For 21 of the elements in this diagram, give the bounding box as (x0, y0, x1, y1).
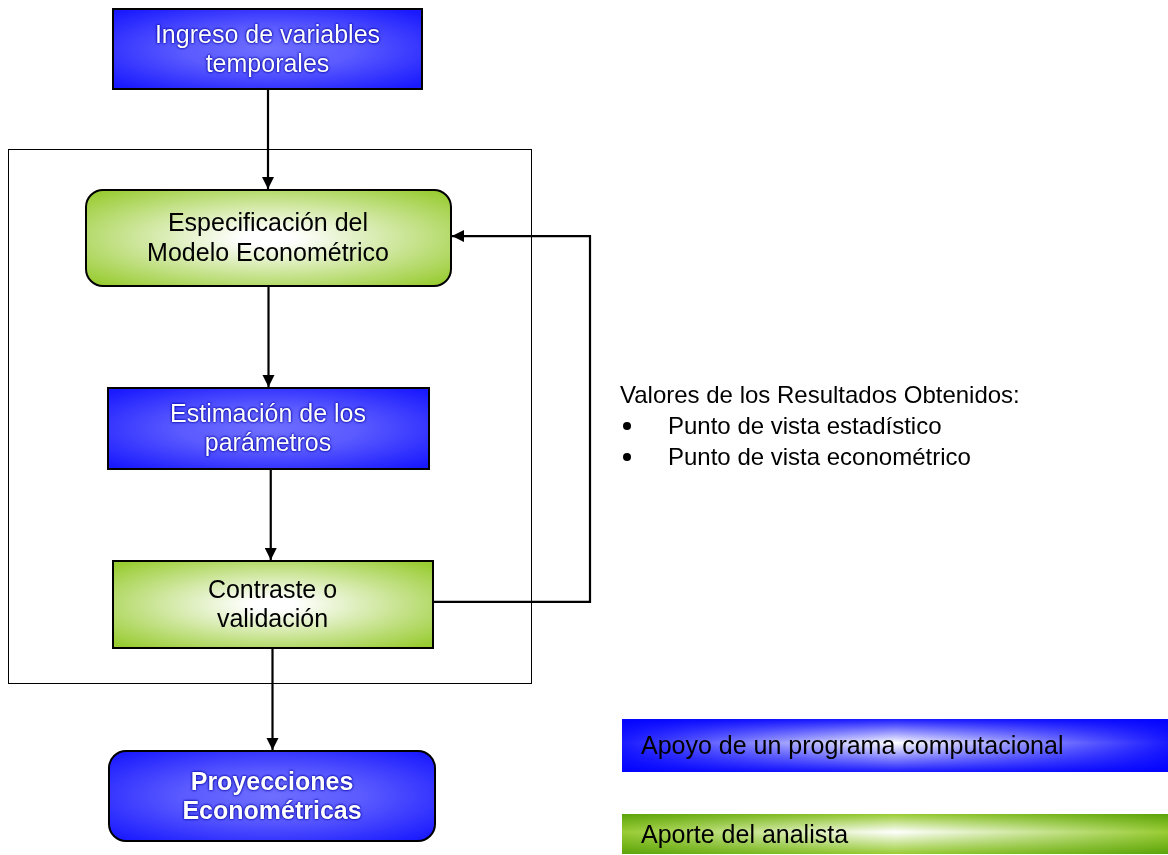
arrow (264, 470, 277, 560)
arrow (261, 90, 275, 189)
node-label: Contraste o validación (206, 574, 339, 634)
note-heading: Valores de los Resultados Obtenidos: (620, 380, 1020, 410)
bullet-text: Punto de vista econométrico (668, 442, 971, 473)
legend-label: Apoyo de un programa computacional (641, 731, 1064, 760)
node-label: Especificación del Modelo Econométrico (146, 208, 390, 267)
node-label: Estimación de los parámetros (169, 398, 367, 458)
node-label: Ingreso de variables temporales (153, 19, 382, 79)
group-frame (8, 149, 532, 684)
process-box (111, 559, 434, 649)
terminal-box (108, 750, 436, 842)
legend-label: Aporte del analista (641, 819, 849, 849)
bullet-text: Punto de vista estadístico (668, 411, 942, 442)
process-box (112, 8, 423, 90)
arrow (434, 230, 592, 603)
node-label: Proyecciones Econométricas (181, 766, 363, 826)
arrow (262, 287, 275, 387)
process-box (106, 386, 430, 470)
process-box (84, 188, 452, 287)
arrow (266, 649, 279, 750)
